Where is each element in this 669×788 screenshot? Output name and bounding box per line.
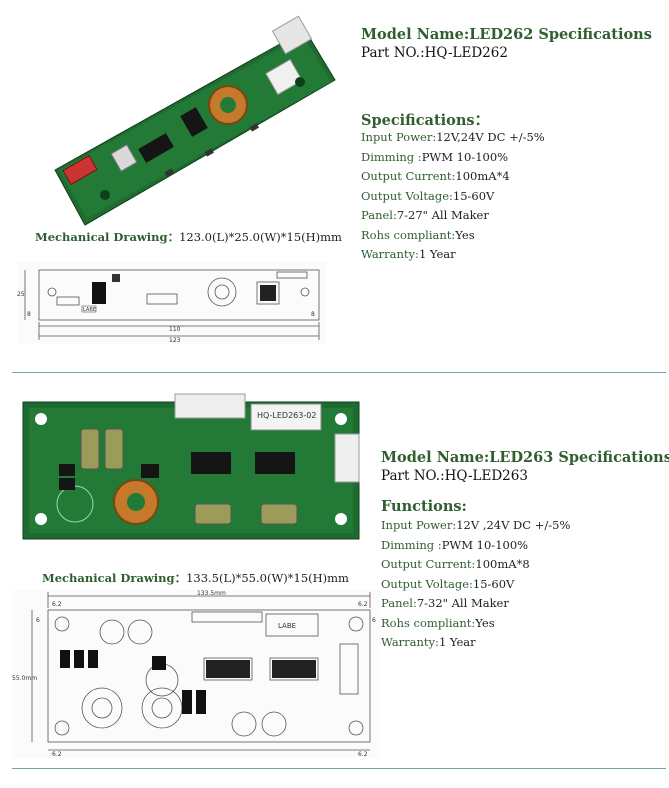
- spec-key: Panel:: [381, 596, 417, 610]
- led263-mechanical-caption: Mechanical Drawing：133.5(L)*55.0(W)*15(H…: [42, 570, 349, 586]
- spec-value: Yes: [455, 227, 475, 242]
- led263-model-title: Model Name:LED263 Specifications: [381, 449, 669, 466]
- drawing-side-b: 6: [372, 617, 376, 624]
- drawing-margin-top-left: 6.2: [52, 601, 62, 608]
- led263-board-photo: HQ-LED263-02: [22, 393, 360, 540]
- drawing-margin-bottom-left: 6.2: [52, 751, 62, 758]
- spec-row-rohs: Rohs compliant:Yes: [361, 226, 545, 246]
- led262-part-number: Part NO.:HQ-LED262: [361, 45, 508, 61]
- spec-row-dimming: Dimming :PWM 10-100%: [381, 536, 570, 556]
- spec-value: 15-60V: [472, 576, 515, 591]
- drawing-margin-bottom-right: 6.2: [358, 751, 368, 758]
- drawing-small-a: 8: [27, 311, 31, 318]
- spec-value: 15-60V: [452, 188, 495, 203]
- spec-row-input-power: Input Power:12V ,24V DC +/-5%: [381, 516, 570, 536]
- board-label-text: HQ-LED263-02: [257, 411, 316, 420]
- drawing-height-label: 25: [17, 291, 25, 298]
- spec-value: 1 Year: [418, 247, 456, 261]
- spec-value: Yes: [475, 615, 495, 630]
- spec-key: Output Current:: [381, 557, 476, 571]
- section-divider: [12, 372, 666, 373]
- spec-row-panel: Panel:7-32" All Maker: [381, 594, 570, 614]
- led262-mechanical-caption: Mechanical Drawing：123.0(L)*25.0(W)*15(H…: [35, 229, 342, 245]
- drawing-inner-length: 110: [169, 326, 181, 333]
- spec-key: Panel:: [361, 208, 397, 222]
- spec-key: Input Power:: [381, 518, 457, 532]
- drawing-total-length: 133.5mm: [197, 590, 226, 597]
- led262-specs-heading: Specifications：: [361, 112, 490, 129]
- spec-value: PWM 10-100%: [421, 149, 509, 164]
- led262-board-photo: [54, 15, 336, 226]
- drawing-label-tag: LABE: [278, 622, 296, 630]
- mechanical-dimensions: 133.5(L)*55.0(W)*15(H)mm: [186, 571, 349, 585]
- spec-value: PWM 10-100%: [441, 537, 529, 552]
- spec-value: 12V,24V DC +/-5%: [436, 130, 545, 144]
- section-divider: [12, 768, 666, 769]
- spec-row-output-current: Output Current:100mA*8: [381, 555, 570, 575]
- mechanical-label: Mechanical Drawing：: [35, 230, 180, 244]
- mechanical-dimensions: 123.0(L)*25.0(W)*15(H)mm: [179, 230, 342, 244]
- spec-key: Dimming :: [361, 149, 422, 164]
- spec-value: 100mA*4: [455, 169, 510, 183]
- spec-row-output-current: Output Current:100mA*4: [361, 167, 545, 187]
- drawing-side-a: 6: [36, 617, 40, 624]
- spec-value: 1 Year: [438, 635, 476, 649]
- spec-row-panel: Panel:7-27" All Maker: [361, 206, 545, 226]
- spec-value: 7-32" All Maker: [416, 596, 509, 610]
- spec-row-output-voltage: Output Voltage:15-60V: [361, 187, 545, 207]
- spec-key: Output Voltage:: [381, 576, 473, 591]
- led263-part-number: Part NO.:HQ-LED263: [381, 468, 528, 484]
- spec-row-warranty: Warranty:1 Year: [381, 633, 570, 653]
- led262-mechanical-drawing: LABE 25 8 8 110 123: [17, 262, 327, 344]
- spec-key: Rohs compliant:: [361, 227, 456, 242]
- spec-key: Output Voltage:: [361, 188, 453, 203]
- led262-spec-list: Input Power:12V,24V DC +/-5% Dimming :PW…: [361, 128, 545, 265]
- drawing-height-label: 55.0mm: [12, 675, 37, 682]
- led263-functions-heading: Functions:: [381, 498, 467, 515]
- spec-key: Warranty:: [361, 247, 419, 261]
- spec-value: 12V ,24V DC +/-5%: [456, 518, 571, 532]
- spec-row-rohs: Rohs compliant:Yes: [381, 614, 570, 634]
- spec-key: Output Current:: [361, 169, 456, 183]
- spec-row-input-power: Input Power:12V,24V DC +/-5%: [361, 128, 545, 148]
- spec-key: Dimming :: [381, 537, 442, 552]
- spec-key: Warranty:: [381, 635, 439, 649]
- drawing-small-b: 8: [311, 311, 315, 318]
- mechanical-label: Mechanical Drawing：: [42, 571, 187, 585]
- led263-spec-list: Input Power:12V ,24V DC +/-5% Dimming :P…: [381, 516, 570, 653]
- led262-model-title: Model Name:LED262 Specifications: [361, 26, 652, 43]
- led263-mechanical-drawing: LABE 133.5mm 55.0mm 6.2 6.2 6.2 6.2 6 6: [12, 590, 380, 758]
- spec-key: Input Power:: [361, 130, 437, 144]
- drawing-margin-top-right: 6.2: [358, 601, 368, 608]
- drawing-total-length: 123: [169, 337, 181, 344]
- spec-key: Rohs compliant:: [381, 615, 476, 630]
- spec-value: 7-27" All Maker: [396, 208, 489, 222]
- spec-row-output-voltage: Output Voltage:15-60V: [381, 575, 570, 595]
- spec-row-warranty: Warranty:1 Year: [361, 245, 545, 265]
- drawing-label-tag: LABE: [83, 307, 96, 313]
- spec-row-dimming: Dimming :PWM 10-100%: [361, 148, 545, 168]
- spec-value: 100mA*8: [475, 557, 530, 571]
